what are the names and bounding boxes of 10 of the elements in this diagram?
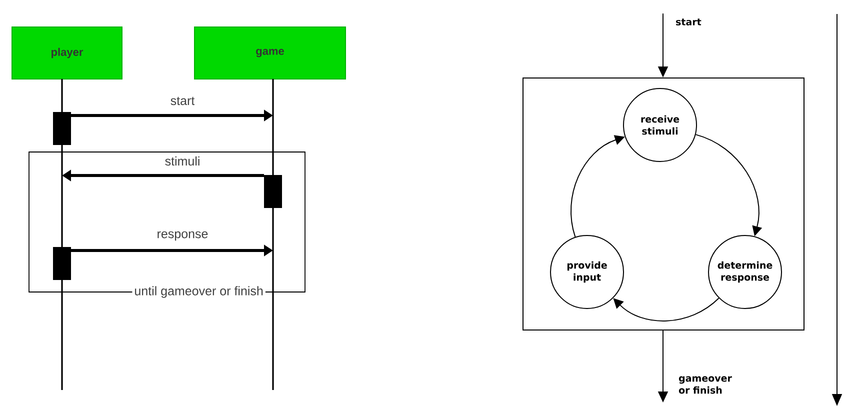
edge-label: gameover or finish <box>678 376 732 394</box>
edge-label: response <box>156 230 210 242</box>
edge-label: stimuli <box>164 155 202 167</box>
edge-label: start <box>676 18 702 26</box>
participant-box: game <box>194 26 346 80</box>
participant-box: player <box>12 26 122 80</box>
loop-label: until gameover or finish <box>132 284 266 300</box>
loop-box <box>522 78 804 330</box>
edge-label: start <box>169 96 196 106</box>
cycle-arrow <box>613 298 720 322</box>
